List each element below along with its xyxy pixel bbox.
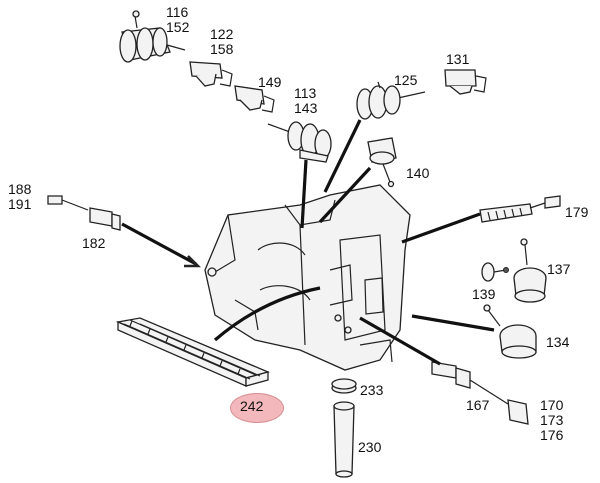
callout-text: 233 [360, 382, 384, 398]
callout-149: 149 [258, 75, 281, 90]
callout-113: 113 143 [294, 86, 317, 116]
callout-text: 170 [540, 397, 564, 413]
actuator-113 [267, 121, 332, 163]
clip-131 [444, 69, 487, 95]
callout-text: 173 [540, 412, 564, 428]
connector-179 [479, 195, 561, 223]
callout-text: 143 [294, 100, 318, 116]
arrow-134 [411, 314, 495, 332]
actuator-116 [119, 10, 186, 63]
callout-179: 179 [565, 205, 588, 220]
ring-233 [331, 378, 357, 394]
callout-text: 116 [166, 4, 189, 20]
callout-text: 179 [565, 204, 589, 220]
actuator-134 [483, 304, 537, 359]
callout-text: 167 [466, 397, 490, 413]
callout-text: 230 [358, 439, 382, 455]
callout-text: 191 [8, 196, 32, 212]
callout-text: 137 [547, 261, 571, 277]
callout-233: 233 [360, 383, 383, 398]
callout-139: 139 [472, 287, 495, 302]
tube-230 [333, 401, 355, 478]
arrow-125 [323, 119, 362, 193]
sensor-137 [513, 238, 547, 303]
connector-167 [431, 361, 529, 425]
callout-text: 158 [210, 41, 234, 57]
arrow-167 [359, 316, 441, 366]
arrow-182-head [184, 255, 202, 268]
clip-149 [234, 85, 275, 113]
callout-131: 131 [446, 52, 469, 67]
callout-182: 182 [82, 236, 105, 251]
callout-125: 125 [394, 73, 417, 88]
callout-text: 182 [82, 235, 106, 251]
callout-text: 242 [240, 398, 264, 414]
callout-text: 140 [406, 165, 430, 181]
arrow-113 [300, 159, 308, 229]
arrow-242 [213, 286, 321, 342]
callout-text: 176 [540, 427, 564, 443]
arrow-140 [318, 166, 372, 224]
callout-text: 113 [294, 85, 317, 101]
callout-242: 242 [240, 399, 263, 414]
heater-housing [204, 184, 411, 371]
assembly-arrows [121, 119, 495, 366]
highlight-242 [230, 393, 284, 423]
clip-122 [189, 61, 233, 87]
callout-137: 137 [547, 262, 570, 277]
callout-text: 122 [210, 26, 234, 42]
callout-188: 188 191 [8, 182, 31, 212]
callout-text: 139 [472, 286, 496, 302]
callout-text: 188 [8, 181, 32, 197]
callout-122: 122 158 [210, 27, 233, 57]
arrow-179 [401, 212, 481, 244]
callout-text: 152 [166, 19, 190, 35]
callout-230: 230 [358, 440, 381, 455]
callout-140: 140 [406, 166, 429, 181]
callout-167: 167 [466, 398, 489, 413]
callout-text: 125 [394, 72, 418, 88]
actuator-125 [356, 81, 426, 120]
connector-182 [47, 195, 121, 231]
filter-242 [115, 317, 270, 387]
part-139 [481, 262, 509, 282]
callout-170: 170 173 176 [540, 398, 563, 443]
callout-text: 131 [446, 51, 470, 67]
callout-134: 134 [546, 335, 569, 350]
callout-116: 116 152 [166, 5, 189, 35]
arrow-182 [121, 222, 197, 266]
callout-text: 134 [546, 334, 570, 350]
valve-140 [367, 137, 397, 188]
callout-text: 149 [258, 74, 282, 90]
